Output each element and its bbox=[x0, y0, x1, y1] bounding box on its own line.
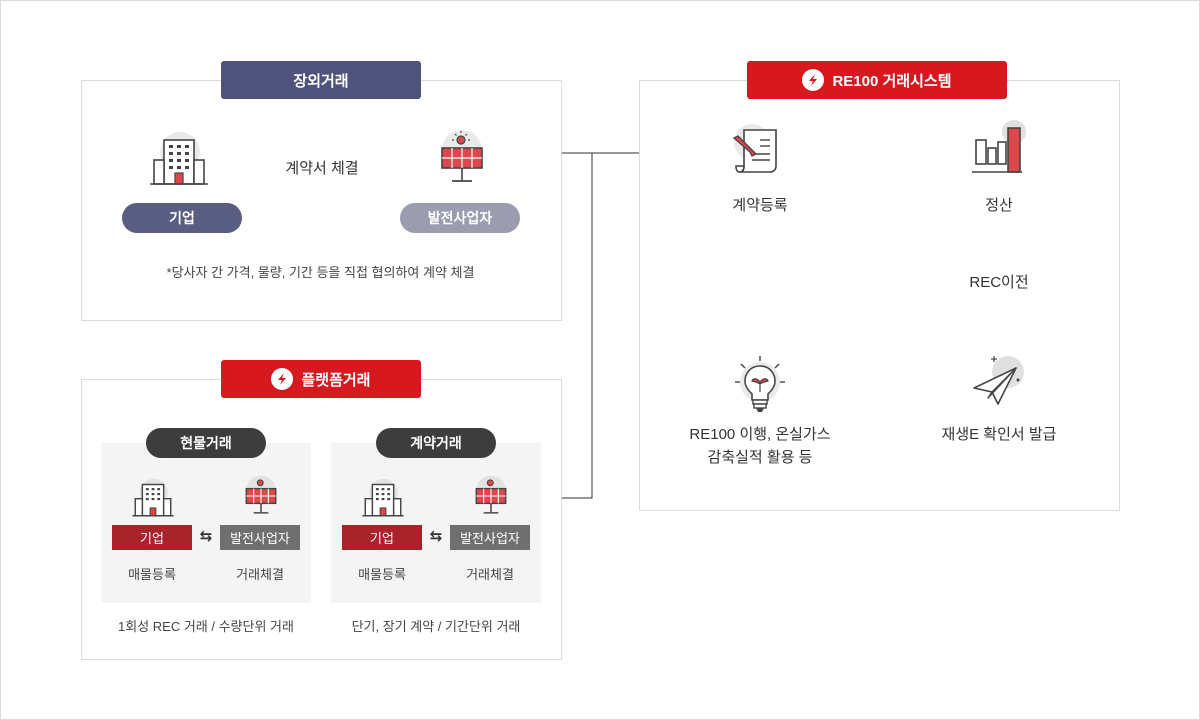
connector-platform bbox=[561, 153, 593, 499]
spot-generator-tag: 발전사업자 bbox=[220, 525, 300, 550]
step-usage-line1: RE100 이행, 온실가스 bbox=[689, 426, 831, 443]
system-box bbox=[639, 80, 1120, 511]
contract-register-label: 매물등록 bbox=[358, 567, 406, 582]
step-rec-transfer: REC이전 bbox=[969, 274, 1029, 291]
step-contract-registration: 계약등록 bbox=[732, 197, 788, 214]
contract-company-tag: 기업 bbox=[342, 525, 422, 550]
contract-solar-icon bbox=[475, 475, 507, 514]
system-title: RE100 거래시스템 bbox=[747, 61, 1007, 99]
system-title-text: RE100 거래시스템 bbox=[832, 72, 952, 90]
spot-exchange-icon: ⇆ bbox=[199, 528, 213, 545]
spot-panel bbox=[101, 443, 311, 603]
contract-caption: 단기, 장기 계약 / 기간단위 거래 bbox=[351, 619, 521, 634]
re100-system-logo-icon bbox=[802, 69, 825, 91]
contract-signing-label: 계약서 체결 bbox=[285, 160, 359, 177]
platform-title: 플랫폼거래 bbox=[221, 360, 421, 398]
spot-caption: 1회성 REC 거래 / 수량단위 거래 bbox=[118, 619, 294, 634]
contract-title: 계약거래 bbox=[376, 428, 496, 458]
contract-panel bbox=[331, 443, 541, 603]
solar-panel-icon bbox=[441, 130, 483, 182]
company-label: 기업 bbox=[122, 203, 242, 233]
paper-plane-icon bbox=[973, 356, 1024, 405]
step-settlement: 정산 bbox=[985, 197, 1013, 214]
offsite-box bbox=[81, 80, 562, 321]
offsite-title: 장외거래 bbox=[221, 61, 421, 99]
contract-exchange-icon: ⇆ bbox=[429, 528, 443, 545]
step-issue-certificate: 재생E 확인서 발급 bbox=[941, 426, 1057, 443]
platform-title-text: 플랫폼거래 bbox=[301, 371, 371, 389]
spot-trade-label: 거래체결 bbox=[236, 567, 284, 582]
settlement-chart-icon bbox=[972, 120, 1026, 173]
company-building-icon bbox=[150, 132, 208, 185]
contract-building-icon bbox=[362, 478, 404, 517]
spot-solar-icon bbox=[245, 475, 277, 514]
offsite-note: *당사자 간 가격, 물량, 기간 등을 직접 협의하여 계약 체결 bbox=[166, 265, 475, 280]
step-usage-line2: 감축실적 활용 등 bbox=[707, 449, 813, 466]
contract-trade-label: 거래체결 bbox=[466, 567, 514, 582]
contract-generator-tag: 발전사업자 bbox=[450, 525, 530, 550]
contract-document-icon bbox=[732, 124, 777, 173]
spot-company-tag: 기업 bbox=[112, 525, 192, 550]
spot-register-label: 매물등록 bbox=[128, 567, 176, 582]
spot-building-icon bbox=[132, 478, 174, 517]
lightbulb-icon bbox=[735, 356, 785, 412]
re100-logo-icon bbox=[271, 368, 294, 390]
spot-title: 현물거래 bbox=[146, 428, 266, 458]
generator-label: 발전사업자 bbox=[400, 203, 520, 233]
